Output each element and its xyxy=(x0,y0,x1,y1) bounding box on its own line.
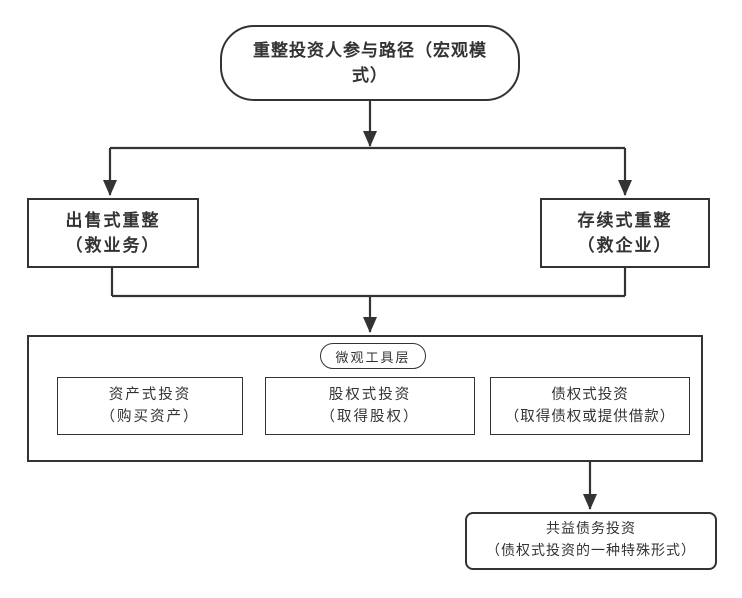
special-node-title: 共益债务投资 xyxy=(546,521,636,537)
tool-layer-container: 微观工具层 资产式投资 （购买资产） 股权式投资 （取得股权） 债权式投资 （取… xyxy=(27,335,703,462)
branch-sell-subtitle: （救业务） xyxy=(65,236,161,255)
branch-sell-node: 出售式重整 （救业务） xyxy=(27,198,199,268)
root-node: 重整投资人参与路径（宏观模式） xyxy=(220,25,520,101)
branch-sell-title: 出售式重整 xyxy=(65,210,161,230)
tool-layer-label-text: 微观工具层 xyxy=(335,349,411,365)
branch-survive-node: 存续式重整 （救企业） xyxy=(540,198,710,268)
tool-layer-label: 微观工具层 xyxy=(320,343,426,369)
tool-equity-subtitle: （取得股权） xyxy=(320,409,420,425)
special-node-subtitle: （债权式投资的一种特殊形式） xyxy=(486,544,696,559)
tool-debt-subtitle: （取得债权或提供借款） xyxy=(504,409,676,425)
tool-debt-title: 债权式投资 xyxy=(551,386,629,403)
root-node-label: 重整投资人参与路径（宏观模式） xyxy=(253,40,487,86)
tool-asset-title: 资产式投资 xyxy=(108,386,192,403)
tool-equity-title: 股权式投资 xyxy=(328,386,412,403)
tool-equity-node: 股权式投资 （取得股权） xyxy=(265,377,475,435)
branch-survive-title: 存续式重整 xyxy=(577,210,673,230)
tool-debt-node: 债权式投资 （取得债权或提供借款） xyxy=(490,377,690,435)
tool-asset-node: 资产式投资 （购买资产） xyxy=(57,377,243,435)
tool-asset-subtitle: （购买资产） xyxy=(100,409,200,425)
branch-survive-subtitle: （救企业） xyxy=(577,236,673,255)
special-node: 共益债务投资 （债权式投资的一种特殊形式） xyxy=(465,512,717,570)
